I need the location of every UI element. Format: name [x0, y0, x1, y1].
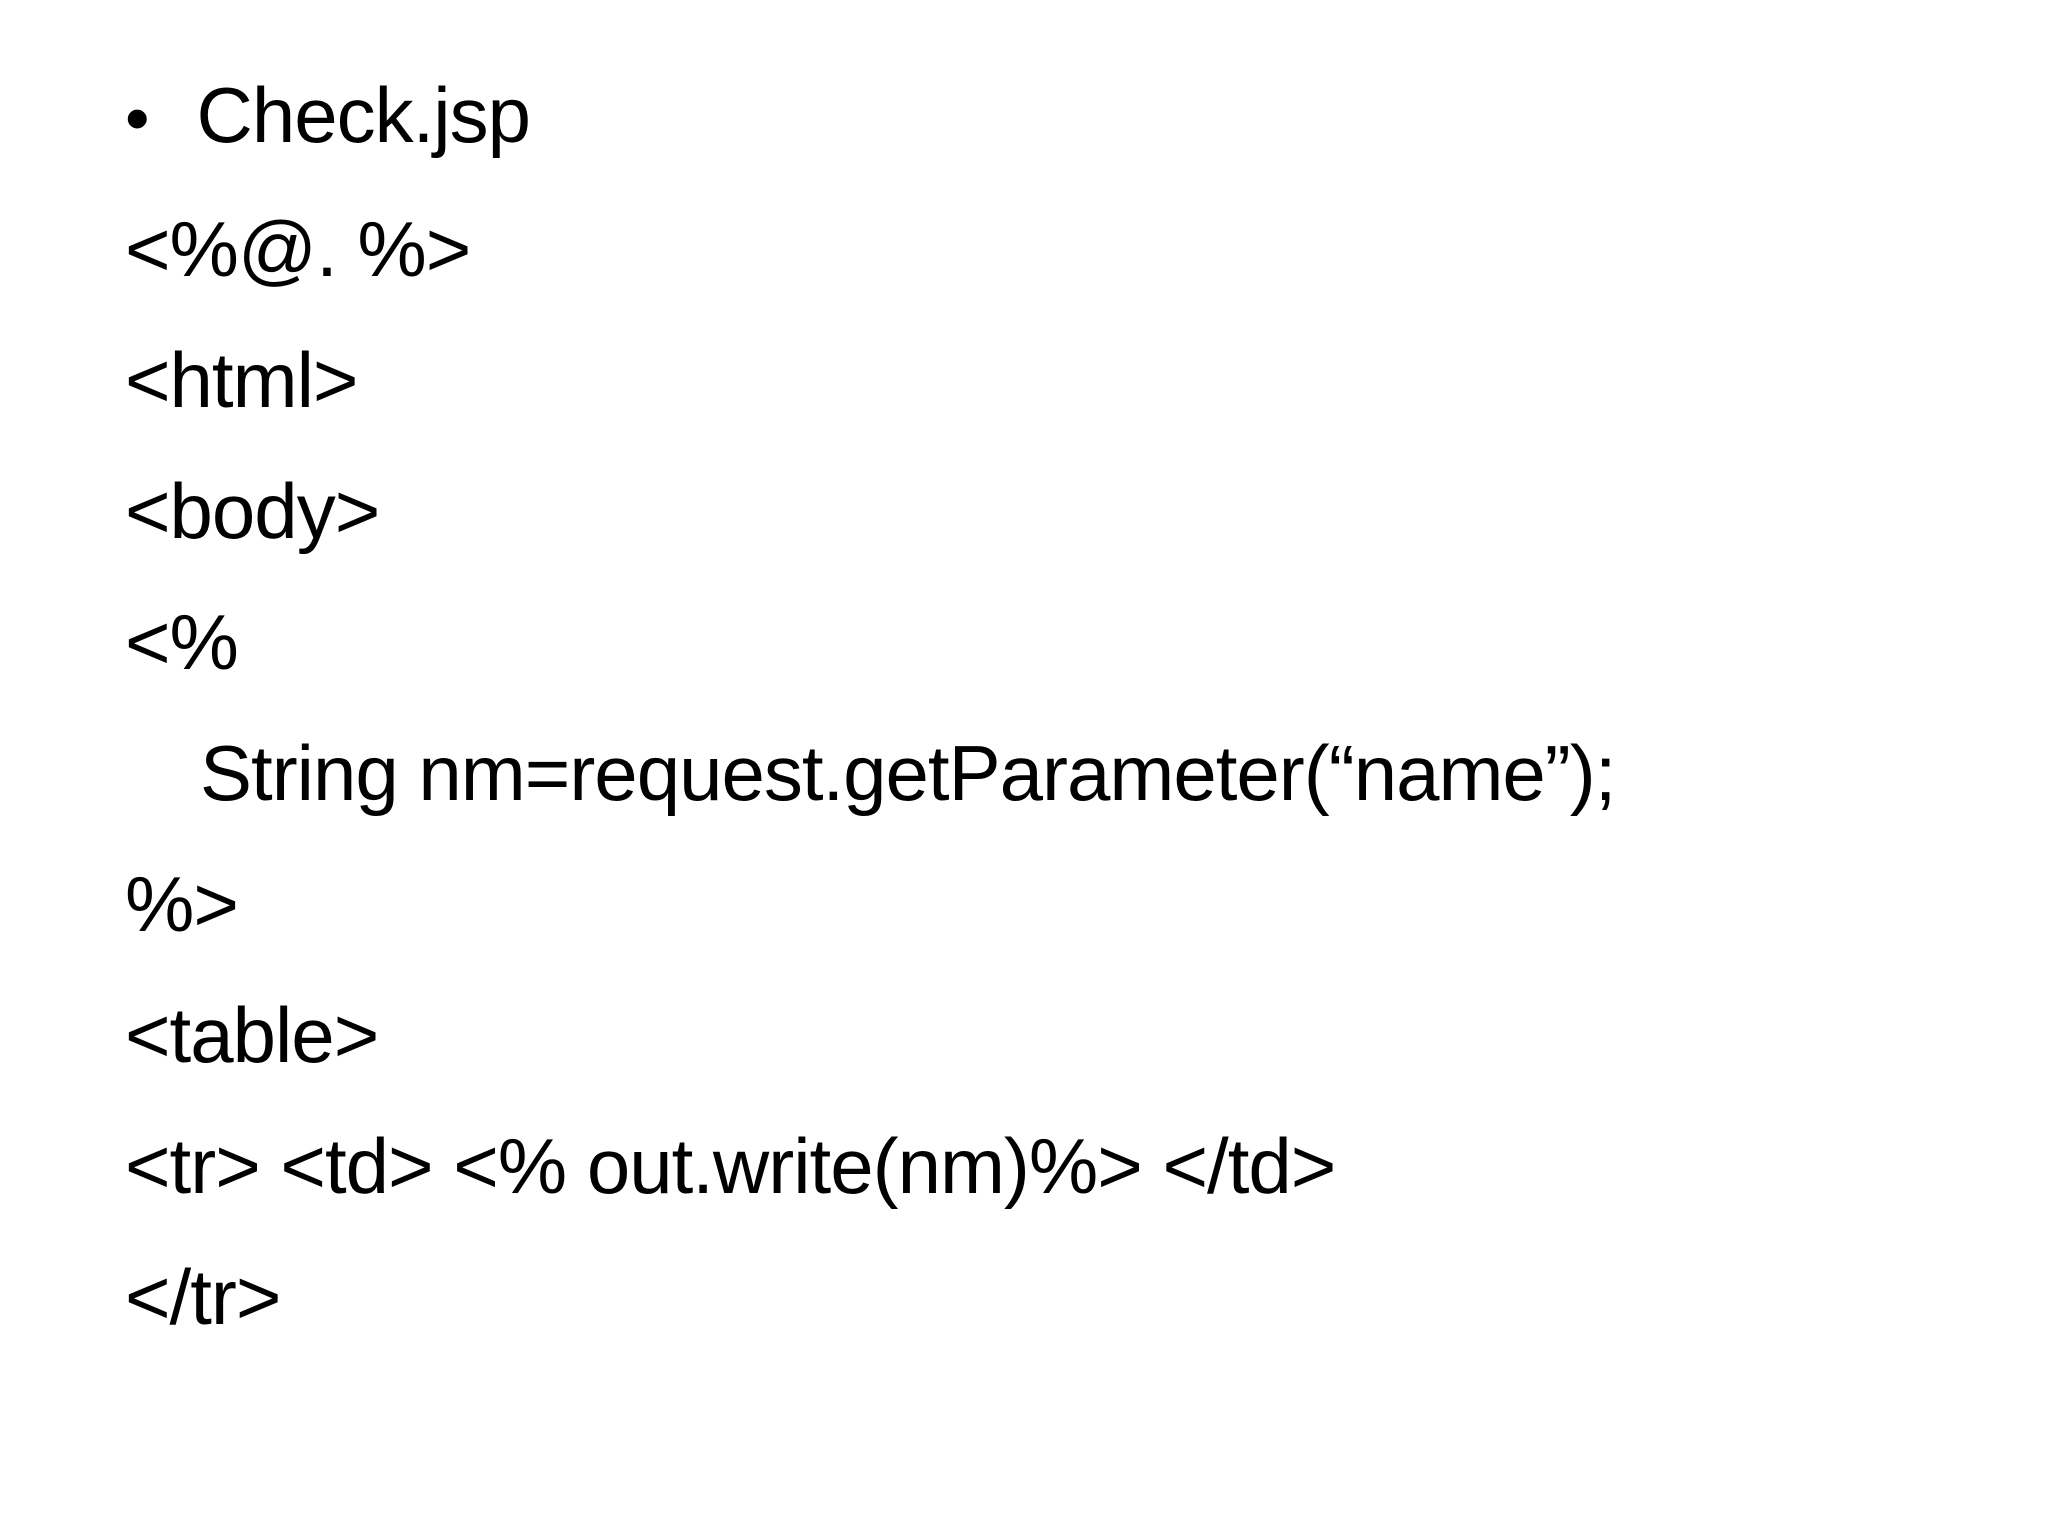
code-line-table-row: <tr> <td> <% out.write(nm)%> </td>: [125, 1122, 1336, 1210]
code-line-tr-close: </tr>: [125, 1253, 281, 1341]
code-line-scriptlet-close: %>: [125, 860, 239, 948]
bullet-item: • Check.jsp: [125, 50, 2008, 184]
bullet-icon: •: [125, 79, 149, 157]
code-line-table-open: <table>: [125, 991, 379, 1079]
code-line-body-open: <body>: [125, 467, 380, 555]
code-line-page-directive: <%@. %>: [125, 205, 471, 293]
code-line-scriptlet-open: <%: [125, 598, 239, 686]
filename-text: Check.jsp: [196, 71, 531, 159]
code-line-html-open: <html>: [125, 336, 358, 424]
code-line-string-declaration: String nm=request.getParameter(“name”);: [200, 729, 1616, 817]
